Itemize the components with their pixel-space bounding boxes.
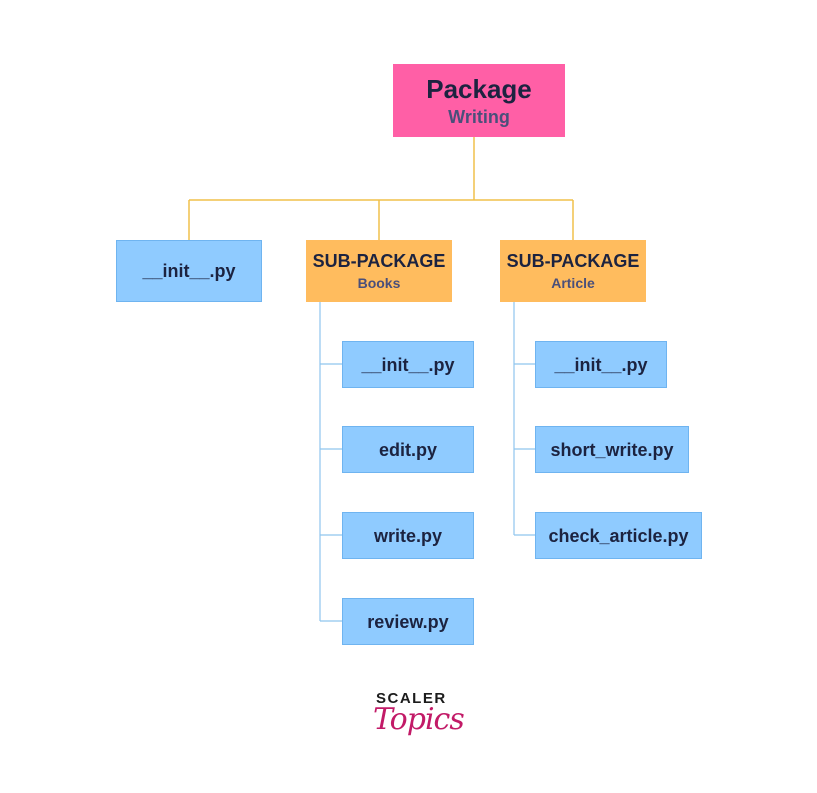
- article-file-node: check_article.py: [535, 512, 702, 559]
- subpackage-books-node: SUB-PACKAGE Books: [306, 240, 452, 302]
- books-file-label: edit.py: [378, 439, 437, 460]
- books-file-label: write.py: [373, 525, 443, 546]
- top-init-file-label: __init__.py: [142, 261, 236, 281]
- root-package-subtitle: Writing: [448, 106, 510, 127]
- books-file-node: write.py: [342, 512, 474, 559]
- books-file-node: __init__.py: [342, 341, 474, 388]
- root-package-title: Package: [426, 73, 532, 104]
- subpackage-books-subtitle: Books: [357, 275, 401, 291]
- logo-topics-text: Topics: [373, 702, 465, 737]
- article-file-node: short_write.py: [535, 426, 689, 473]
- scaler-topics-logo: SCALER Topics: [364, 688, 465, 750]
- article-file-label: short_write.py: [550, 439, 674, 460]
- root-package-node: Package Writing: [393, 64, 565, 137]
- article-file-label: __init__.py: [554, 354, 648, 375]
- logo-scaler-text: SCALER: [376, 690, 447, 707]
- books-file-label: review.py: [367, 611, 449, 632]
- books-file-node: review.py: [342, 598, 474, 645]
- article-file-node: __init__.py: [535, 341, 667, 388]
- subpackage-article-subtitle: Article: [551, 275, 595, 291]
- books-file-label: __init__.py: [361, 354, 455, 375]
- subpackage-article-title: SUB-PACKAGE: [506, 251, 640, 271]
- top-init-file-node: __init__.py: [116, 240, 262, 302]
- article-file-label: check_article.py: [548, 525, 689, 546]
- subpackage-books-title: SUB-PACKAGE: [312, 251, 446, 271]
- books-file-node: edit.py: [342, 426, 474, 473]
- subpackage-article-node: SUB-PACKAGE Article: [500, 240, 646, 302]
